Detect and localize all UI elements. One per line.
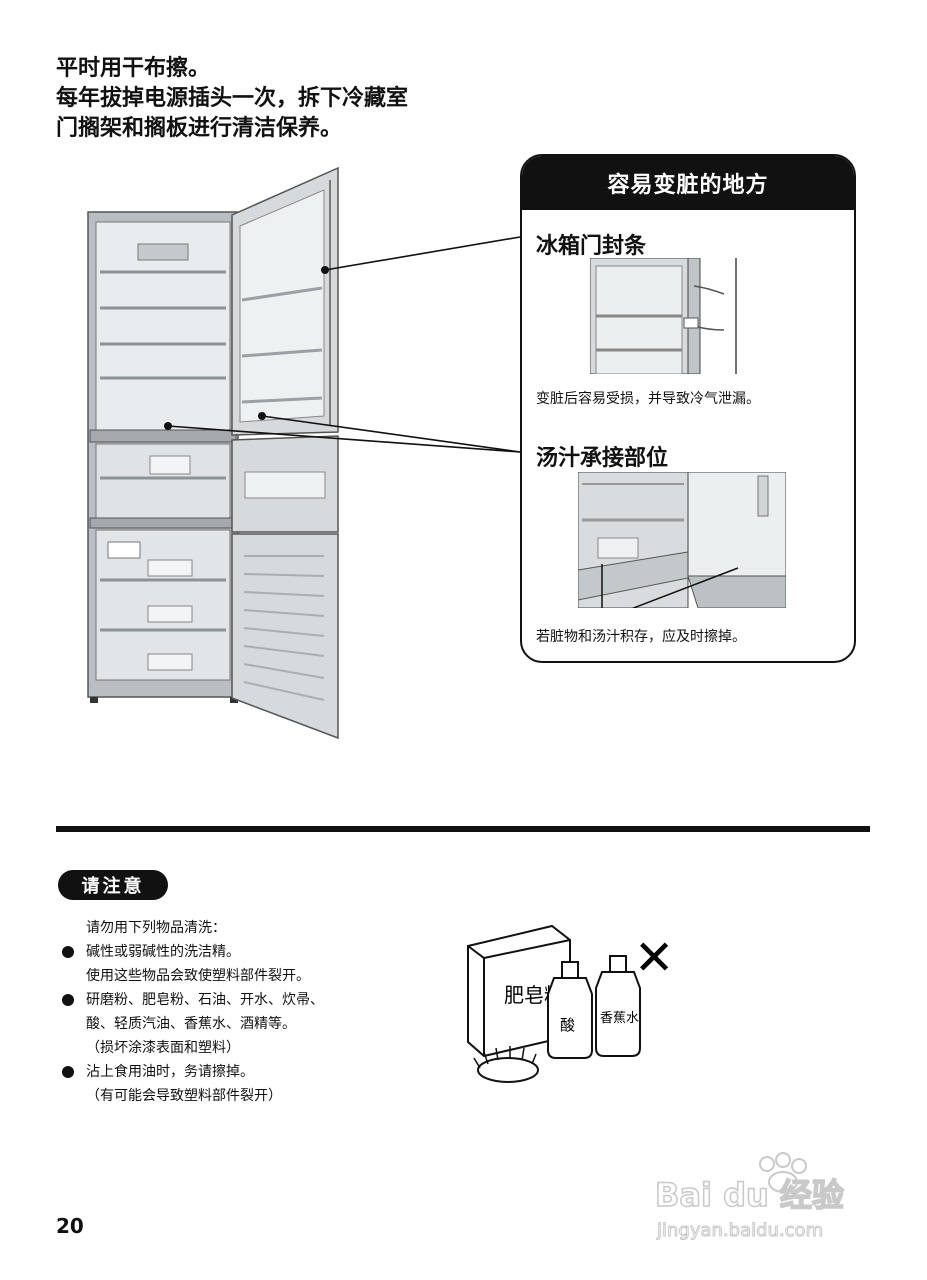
forbidden-cleaners-illustration: 肥皂粉 酸 香蕉水 ✕ xyxy=(467,924,674,1083)
intro-text: 平时用干布擦。 每年拔掉电源插头一次，拆下冷藏室 门搁架和搁板进行清洁保养。 xyxy=(56,54,408,144)
caution-item: 沾上食用油时，务请擦掉。 xyxy=(62,1060,324,1084)
bottle-2-label: 香蕉水 xyxy=(600,1011,639,1026)
intro-line-1: 平时用干布擦。 xyxy=(56,56,211,81)
dirty-spots-callout: 容易变脏的地方 冰箱门封条 变脏后容易受损，并导致冷气泄漏。 汤汁承接部位 若脏… xyxy=(520,154,856,663)
door-seal-photo xyxy=(590,258,737,374)
caution-item: 酸、轻质汽油、香蕉水、酒精等。 xyxy=(86,1016,296,1032)
caution-item: 碱性或弱碱性的洗洁精。 xyxy=(62,940,324,964)
callout-title: 容易变脏的地方 xyxy=(522,156,854,210)
baidu-jingyan-watermark: Bai du 经验 jingyan.baidu.com xyxy=(655,1152,845,1242)
bullet-icon xyxy=(62,994,74,1006)
watermark-url: jingyan.baidu.com xyxy=(656,1220,823,1241)
caution-badge: 请注意 xyxy=(58,870,168,900)
caution-intro: 请勿用下列物品清洗： xyxy=(86,920,226,936)
section-divider xyxy=(56,826,870,832)
door-seal-title: 冰箱门封条 xyxy=(536,234,647,259)
forbidden-x-icon: ✕ xyxy=(634,930,674,986)
intro-line-3: 门搁架和搁板进行清洁保养。 xyxy=(56,116,343,141)
caution-item: 研磨粉、肥皂粉、石油、开水、炊帚、 xyxy=(62,988,324,1012)
page-number: 20 xyxy=(56,1214,84,1238)
watermark-brand: Bai du 经验 xyxy=(655,1176,844,1214)
drip-tray-caption: 若脏物和汤汁积存，应及时擦掉。 xyxy=(536,629,746,645)
fridge-illustration xyxy=(87,166,339,740)
intro-line-2: 每年拔掉电源插头一次，拆下冷藏室 xyxy=(56,86,409,111)
drip-tray-photo xyxy=(578,472,786,608)
door-seal-caption: 变脏后容易受损，并导致冷气泄漏。 xyxy=(536,391,760,407)
bullet-icon xyxy=(62,946,74,958)
drip-tray-title: 汤汁承接部位 xyxy=(536,446,669,471)
caution-intro-row: 请勿用下列物品清洗： xyxy=(62,916,324,940)
caution-item: （损坏涂漆表面和塑料） xyxy=(86,1040,240,1056)
bottle-1-label: 酸 xyxy=(560,1016,575,1034)
caution-item: 使用这些物品会致使塑料部件裂开。 xyxy=(86,968,310,984)
bullet-icon xyxy=(62,1066,74,1078)
caution-notes: 请勿用下列物品清洗： 碱性或弱碱性的洗洁精。 使用这些物品会致使塑料部件裂开。 … xyxy=(62,916,324,1108)
caution-item: （有可能会导致塑料部件裂开） xyxy=(86,1088,282,1104)
